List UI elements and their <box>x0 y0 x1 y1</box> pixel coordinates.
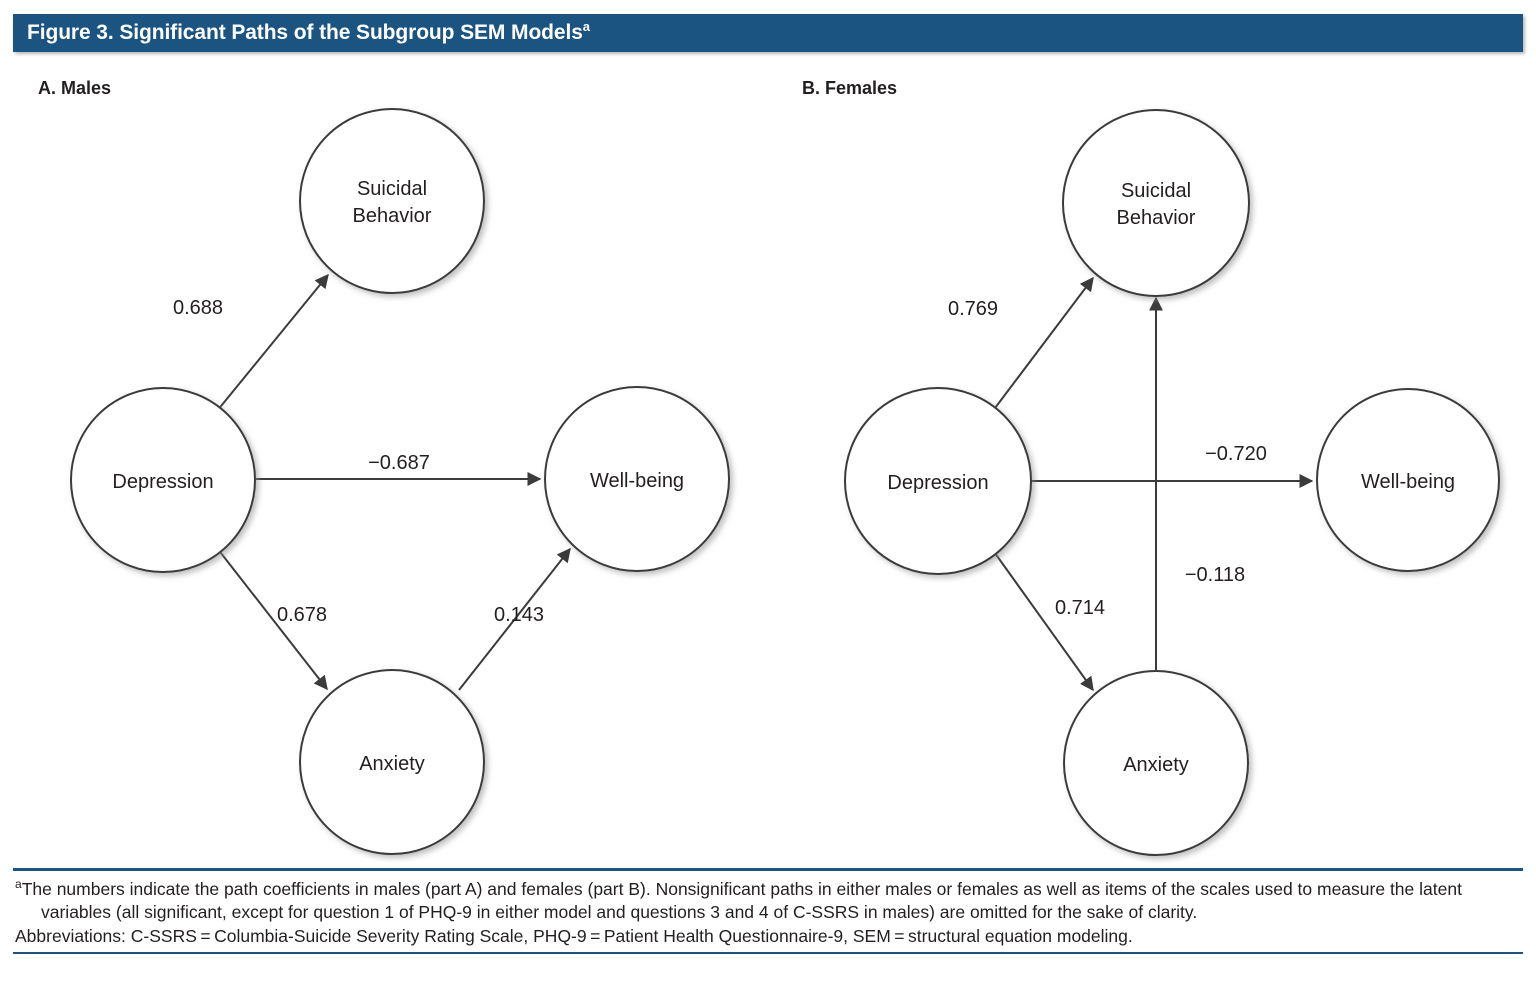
node-a-well-being: Well-being <box>544 386 730 572</box>
path-coef-a-depression-anxiety: 0.678 <box>277 604 327 626</box>
node-a-suicidal-behavior-label-line2: Behavior <box>353 205 432 227</box>
path-coef-b-anxiety-suicidal-behavior: −0.118 <box>1185 564 1245 586</box>
panel-a-group: 0.688 −0.687 0.678 0.143 Suicidal Behavi… <box>70 108 730 855</box>
node-a-anxiety: Anxiety <box>299 669 485 855</box>
node-a-well-being-label: Well-being <box>590 470 684 492</box>
node-b-suicidal-behavior-label-line2: Behavior <box>1117 207 1196 229</box>
footnote-rule-bottom <box>13 952 1523 955</box>
figure-title-text: Figure 3. Significant Paths of the Subgr… <box>27 21 583 44</box>
footnote-note-line: aThe numbers indicate the path coefficie… <box>15 878 1521 924</box>
node-b-well-being-label: Well-being <box>1361 471 1455 493</box>
node-b-depression: Depression <box>844 387 1032 575</box>
path-coef-b-depression-well-being: −0.720 <box>1205 443 1267 465</box>
node-a-suicidal-behavior: Suicidal Behavior <box>299 108 485 294</box>
path-coef-a-anxiety-well-being: 0.143 <box>494 604 544 626</box>
node-b-depression-label: Depression <box>887 472 988 494</box>
node-a-suicidal-behavior-label-line1: Suicidal <box>357 178 427 200</box>
path-a-anxiety-to-well-being <box>458 547 571 691</box>
footnote-abbreviations: Abbreviations: C-SSRS = Columbia-Suicide… <box>15 925 1133 946</box>
node-a-depression-label: Depression <box>112 471 213 493</box>
node-a-depression: Depression <box>70 387 256 573</box>
node-b-suicidal-behavior: Suicidal Behavior <box>1062 109 1250 297</box>
node-b-well-being: Well-being <box>1316 388 1500 572</box>
footnote-block: aThe numbers indicate the path coefficie… <box>13 868 1523 955</box>
panel-label-males: A. Males <box>38 78 112 98</box>
figure-title-footnote-marker: a <box>582 19 590 34</box>
path-coef-b-depression-suicidal-behavior: 0.769 <box>948 298 998 320</box>
path-coef-a-depression-well-being: −0.687 <box>368 452 430 474</box>
path-coef-a-depression-suicidal-behavior: 0.688 <box>173 297 223 319</box>
path-a-depression-to-anxiety <box>216 547 328 691</box>
footnote-note-text: The numbers indicate the path coefficien… <box>21 879 1462 922</box>
node-b-anxiety-label: Anxiety <box>1123 754 1189 776</box>
footnote-body: aThe numbers indicate the path coefficie… <box>13 871 1523 952</box>
footnote-marker: a <box>15 877 22 892</box>
path-a-depression-to-suicidal-behavior <box>216 273 329 412</box>
panel-b-group: 0.769 −0.720 0.714 −0.118 Suicidal Behav… <box>844 109 1500 856</box>
path-coef-b-depression-anxiety: 0.714 <box>1055 597 1105 619</box>
sem-path-diagram: 0.688 −0.687 0.678 0.143 Suicidal Behavi… <box>70 108 1500 856</box>
footnote-rule-top <box>13 868 1523 871</box>
node-a-anxiety-label: Anxiety <box>359 753 425 775</box>
figure-title-bar: Figure 3. Significant Paths of the Subgr… <box>13 14 1523 52</box>
path-b-depression-to-anxiety <box>991 548 1094 692</box>
panel-label-females: B. Females <box>802 78 898 98</box>
node-b-suicidal-behavior-label-line1: Suicidal <box>1121 180 1191 202</box>
node-b-anxiety: Anxiety <box>1063 670 1249 856</box>
figure-title: Figure 3. Significant Paths of the Subgr… <box>13 19 590 45</box>
path-b-depression-to-suicidal-behavior <box>991 276 1094 413</box>
